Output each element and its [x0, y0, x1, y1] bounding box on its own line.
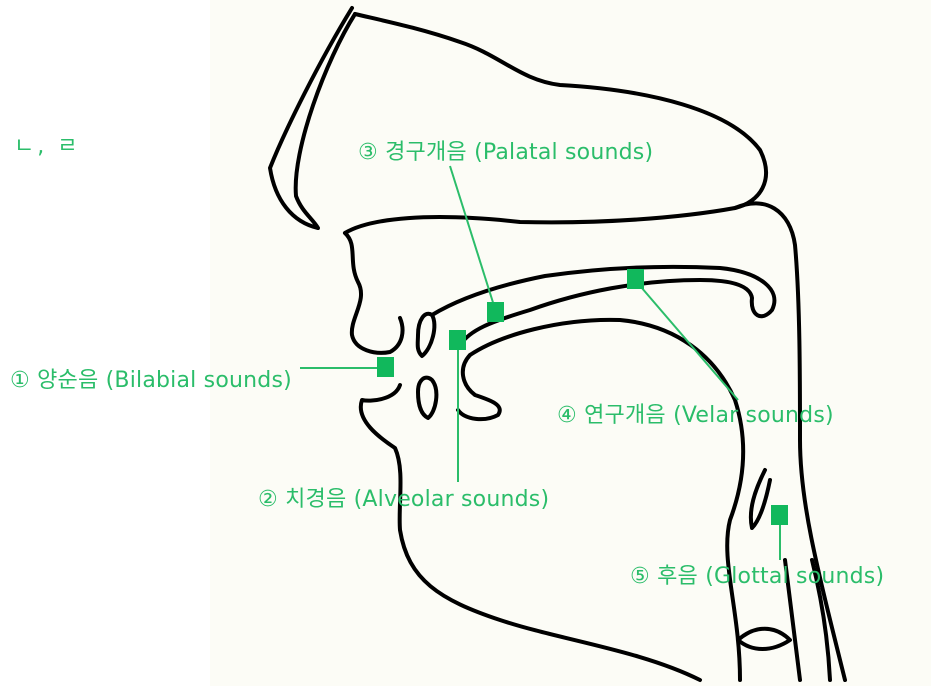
lower-teeth-outline [418, 378, 436, 418]
velar-label: ④ 연구개음 (Velar sounds) [557, 397, 834, 429]
bilabial-label: ① 양순음 (Bilabial sounds) [10, 362, 292, 394]
consonant-fragment-text: , ㄴ, ㄹ [0, 128, 80, 160]
bilabial-marker [377, 357, 394, 377]
nose-outline [270, 8, 355, 228]
nasal-cavity-outline [345, 14, 766, 233]
alveolar-marker [449, 330, 466, 350]
glottal-marker [771, 505, 788, 525]
upper-lip-outline [345, 233, 403, 353]
palatal-marker [487, 302, 504, 322]
lower-lip-outline [361, 385, 700, 680]
palate-outline [432, 267, 774, 345]
palatal-label: ③ 경구개음 (Palatal sounds) [358, 134, 653, 166]
epiglottis-outline [751, 470, 770, 528]
palatal-leader [450, 166, 496, 312]
upper-teeth-outline [418, 314, 435, 356]
glottal-label: ⑤ 후음 (Glottal sounds) [630, 558, 884, 590]
velar-leader [635, 280, 738, 400]
velar-marker [627, 269, 644, 289]
alveolar-label: ② 치경음 (Alveolar sounds) [258, 481, 549, 513]
tongue-tip-outline [458, 355, 500, 419]
